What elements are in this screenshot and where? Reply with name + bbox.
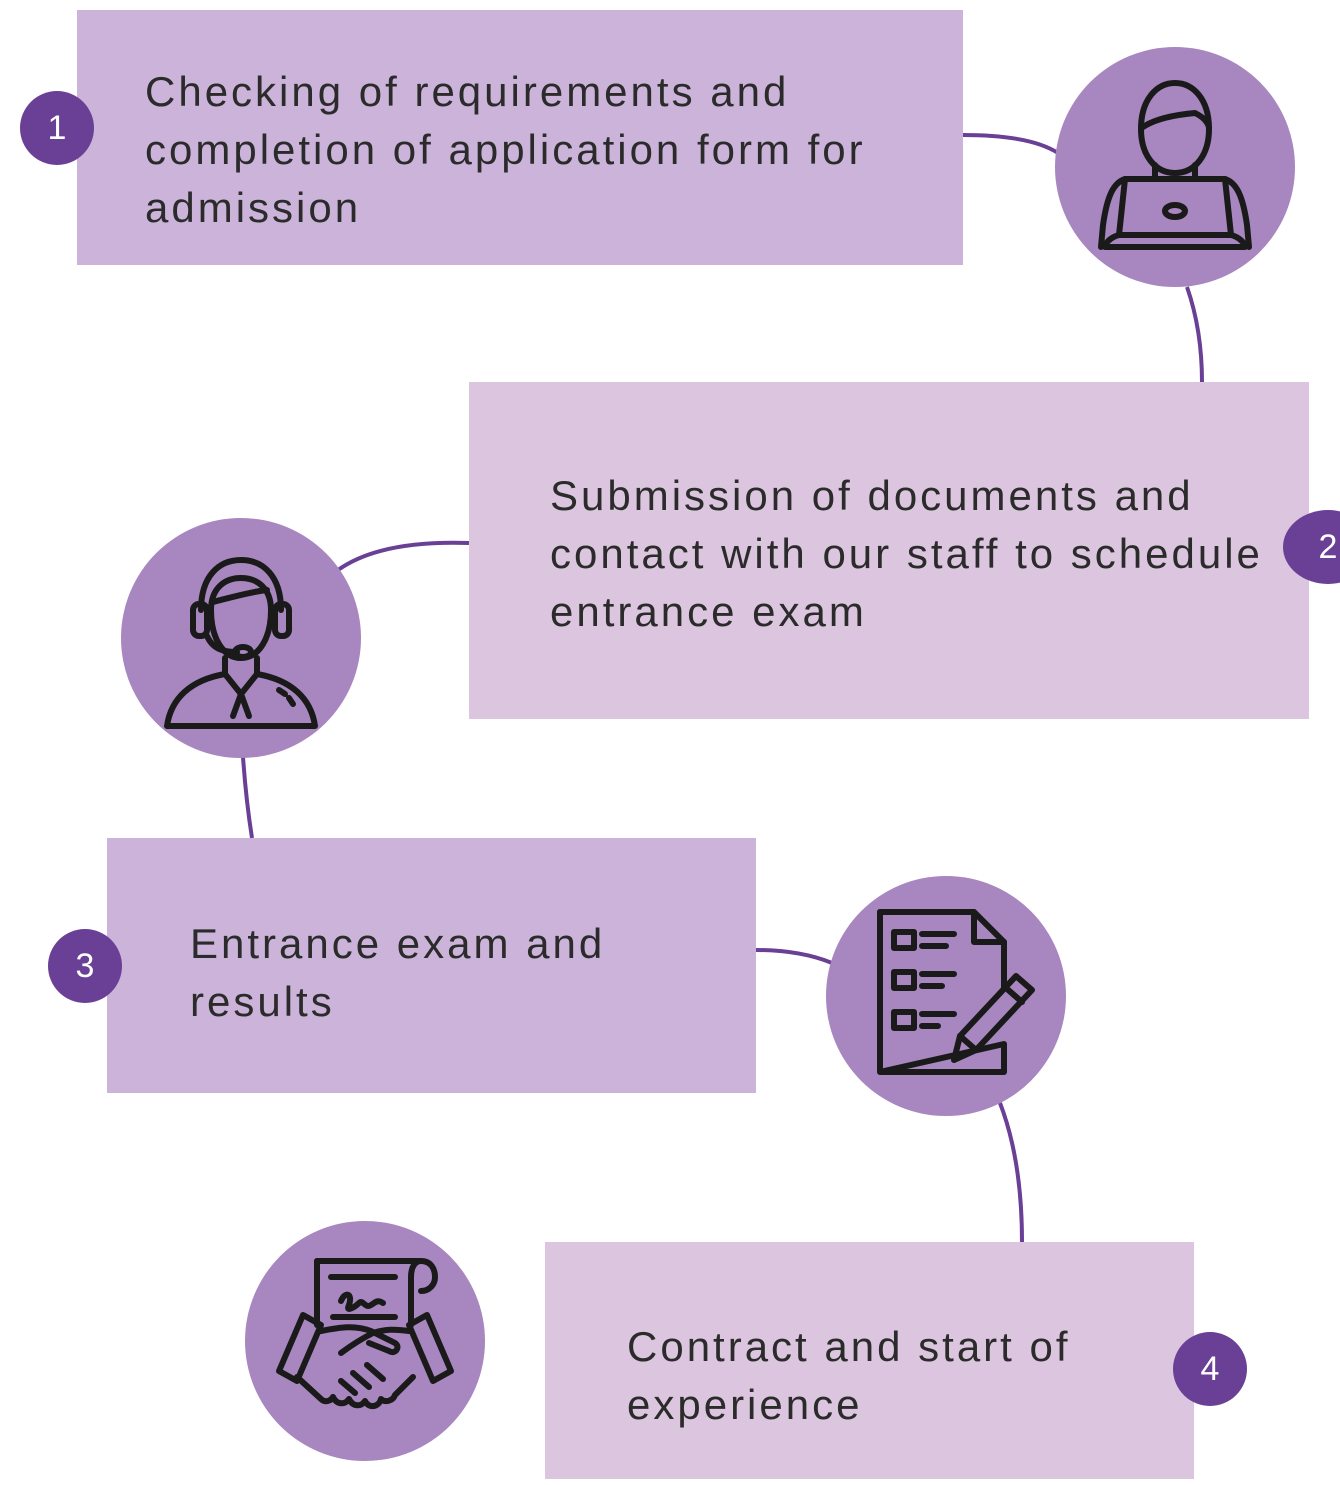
step-4-text: Contract and start of experience [627,1323,1071,1428]
checklist-pencil-icon [877,909,1035,1075]
handshake-contract-icon [276,1258,454,1409]
headset-agent-icon [164,557,318,729]
step-1-box [77,10,963,265]
step-1-text: Checking of requirements and completion … [145,68,866,231]
step-4-box [545,1242,1194,1479]
step-1-icon-circle [1055,47,1295,287]
step-4-icon-circle [245,1221,485,1461]
step-2-icon-circle [121,518,361,758]
step-3-box [107,838,756,1093]
step-2-box [469,382,1309,719]
step-3-badge: 3 [48,929,122,1003]
step-4-badge: 4 [1173,1332,1247,1406]
step-2-text: Submission of documents and contact with… [550,472,1263,635]
step-3-icon-circle [826,876,1066,1116]
step-3-text: Entrance exam and results [190,920,606,1025]
step-1-badge: 1 [20,91,94,165]
laptop-user-icon [1098,80,1252,250]
